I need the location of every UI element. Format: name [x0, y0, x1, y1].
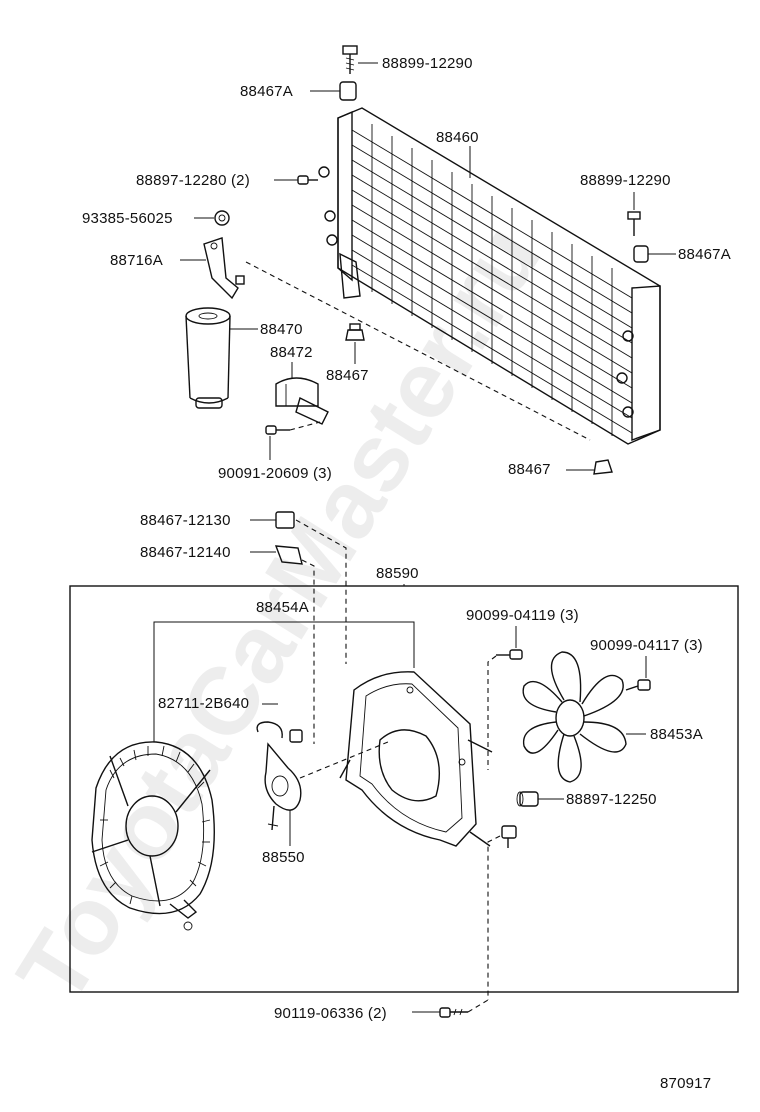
label-bolt-right: 88899-12290: [580, 172, 671, 189]
motor-88550-icon: [264, 742, 302, 831]
label-cushion-top: 88467A: [240, 83, 293, 100]
cushion-88467a-right-icon: [633, 245, 649, 263]
label-screw-fan1: 90099-04119 (3): [466, 607, 579, 624]
label-bolt-bottom: 90119-06336 (2): [274, 1005, 387, 1022]
label-motor: 88550: [262, 849, 305, 866]
cushion-88467-low-icon: [593, 459, 613, 475]
label-condenser: 88460: [436, 129, 479, 146]
label-bolt-top: 88899-12290: [382, 55, 473, 72]
bracket-88472-icon: [275, 377, 329, 425]
wire-82711-icon: [256, 721, 303, 743]
label-fan: 88453A: [650, 726, 703, 743]
bolt-88899-right-icon: [627, 211, 641, 236]
fan-88453a-icon: [522, 651, 627, 783]
bolt-90119-icon: [439, 1007, 468, 1018]
nut-88897-12250-icon: [516, 791, 539, 807]
receiver-88470-icon: [185, 307, 231, 409]
clip-icon: [501, 825, 517, 848]
screw-90099-04117-icon: [625, 679, 651, 691]
bracket-88716a-icon: [203, 237, 245, 300]
label-bracket-b: 88472: [270, 344, 313, 361]
label-clamp-1: 88467-12130: [140, 512, 231, 529]
bolt-88897-12280-icon: [297, 175, 318, 185]
label-bracket-a: 88716A: [110, 252, 163, 269]
label-wire: 82711-2B640: [158, 695, 249, 712]
label-clamp-2: 88467-12140: [140, 544, 231, 561]
clamp-88467-12140-icon: [274, 545, 303, 565]
label-nut: 88897-12250: [566, 791, 657, 808]
label-screw-bracket: 90091-20609 (3): [218, 465, 332, 482]
bolt-88899-top-icon: [342, 45, 358, 74]
label-plug: 93385-56025: [82, 210, 173, 227]
label-receiver: 88470: [260, 321, 303, 338]
cushion-88467a-top-icon: [339, 81, 357, 101]
label-shroud: 88454A: [256, 599, 309, 616]
label-cushion-low: 88467: [508, 461, 551, 478]
screw-90099-04119-icon: [496, 649, 523, 660]
label-screw-fan2: 90099-04117 (3): [590, 637, 703, 654]
condenser-88460-icon: [318, 107, 661, 445]
label-bolt-left: 88897-12280 (2): [136, 172, 250, 189]
figure-code: 870917: [660, 1075, 711, 1092]
label-cushion-mid: 88467: [326, 367, 369, 384]
fan-assembly-box: [69, 585, 739, 993]
shroud-88454a-icon: [91, 741, 215, 931]
fan-shroud-icon: [339, 671, 493, 847]
cushion-88467-mid-icon: [345, 323, 365, 341]
label-cushion-right: 88467A: [678, 246, 731, 263]
screw-90091-icon: [265, 425, 290, 435]
plug-93385-icon: [214, 210, 230, 226]
label-fan-assy: 88590: [376, 565, 419, 582]
